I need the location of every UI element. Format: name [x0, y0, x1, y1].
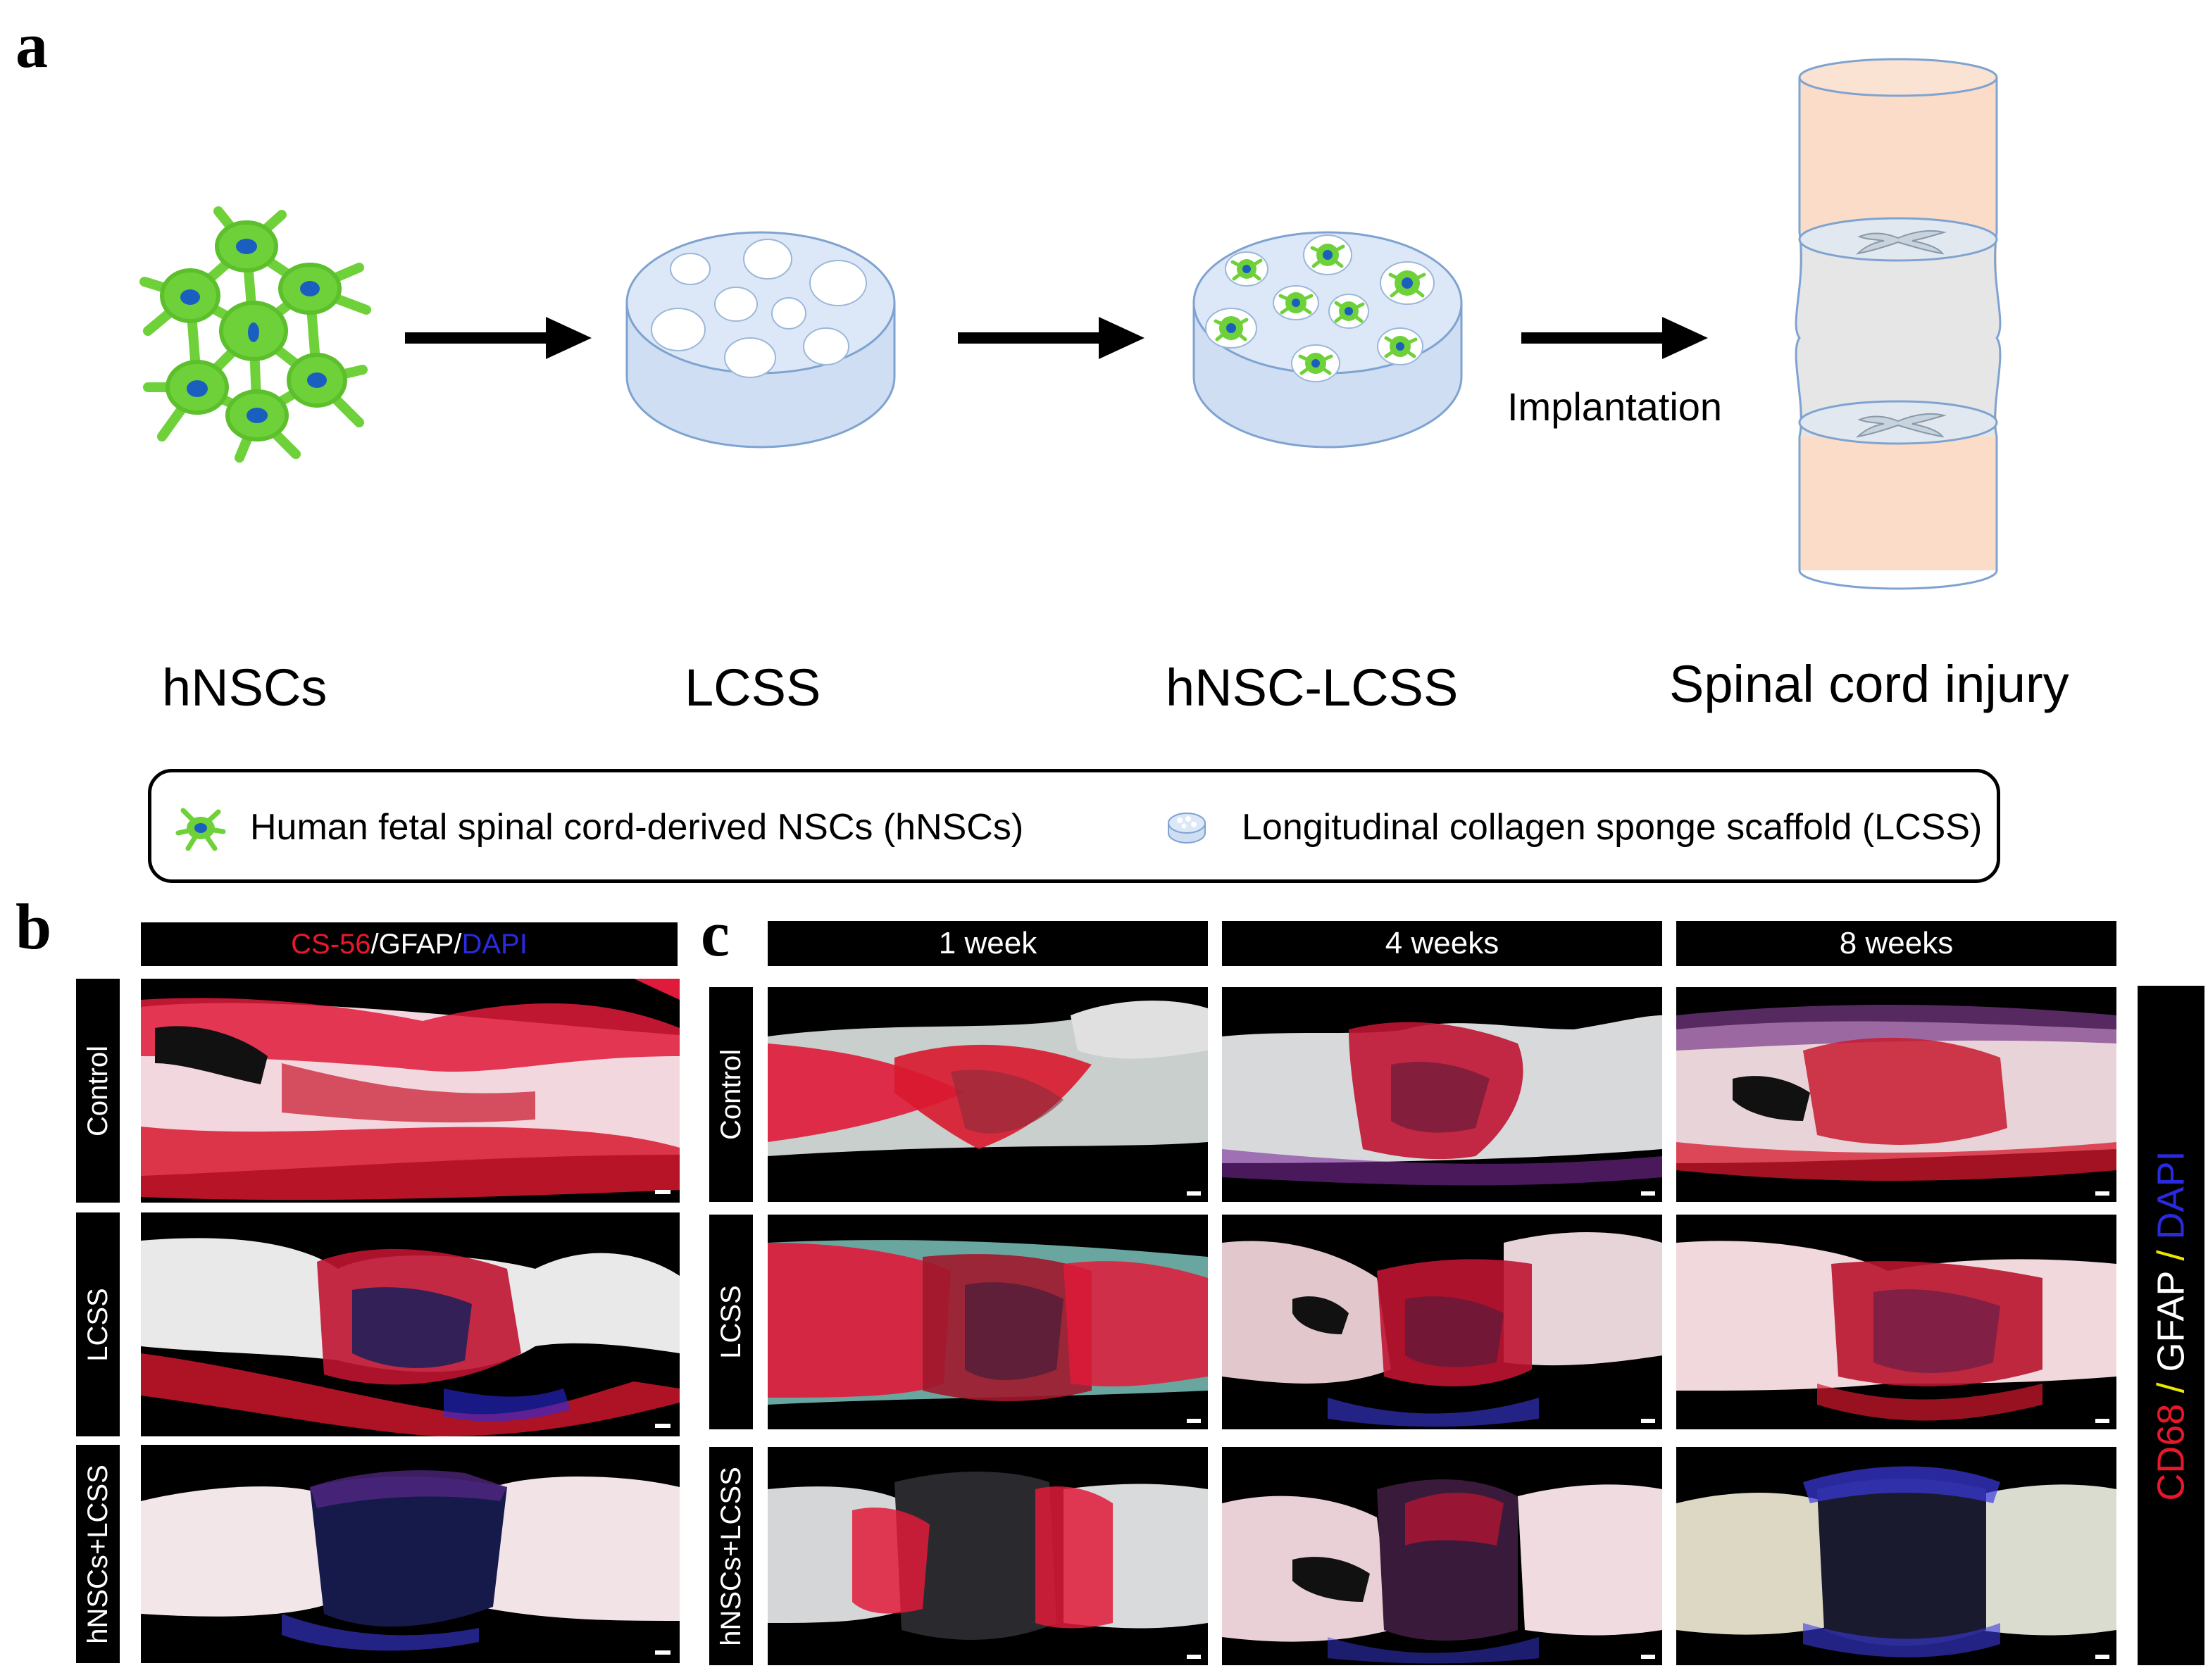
- stain-dapi: DAPI: [2150, 1150, 2193, 1239]
- stain-gfap: GFAP: [2150, 1270, 2193, 1372]
- stain-sep: /: [2150, 1372, 2193, 1404]
- panel-a-label: a: [15, 9, 48, 81]
- panel-b-row-label-control: Control: [76, 979, 120, 1203]
- micrograph-b-lcss: [141, 1212, 680, 1436]
- stain-sep: /: [2150, 1239, 2193, 1271]
- hnsc-cluster-illustration: [139, 206, 371, 463]
- micrograph-b-hnscs-lcss: [141, 1445, 680, 1663]
- hnsc-lcss-illustration: [1192, 231, 1463, 449]
- row-label: Control: [82, 1045, 113, 1136]
- row-label: hNSCs+LCSS: [715, 1466, 747, 1646]
- panel-b-stain-header: CS-56/GFAP/DAPI: [141, 922, 678, 966]
- legend-box: Human fetal spinal cord-derived NSCs (hN…: [148, 769, 2000, 883]
- row-label: Control: [715, 1049, 747, 1140]
- stain-cd68: CD68: [2150, 1403, 2193, 1501]
- row-label: LCSS: [82, 1287, 113, 1362]
- micrograph-c-lcss-8-weeks: [1676, 1215, 2116, 1429]
- micrograph-c-lcss-4-weeks: [1222, 1215, 1662, 1429]
- micrograph-c-hnscs-lcss-8-weeks: [1676, 1447, 2116, 1665]
- panel-c-row-label-control: Control: [709, 987, 753, 1202]
- micrograph-c-control-8-weeks: [1676, 987, 2116, 1202]
- row-label: LCSS: [715, 1285, 747, 1359]
- panel-c-stain-legend: CD68 / GFAP / DAPI: [2138, 986, 2204, 1665]
- panel-b-label: b: [15, 891, 52, 963]
- stain-sep: /: [370, 928, 379, 960]
- row-label: hNSCs+LCSS: [82, 1464, 113, 1644]
- arrow-2: [958, 317, 1144, 359]
- micrograph-c-control-4-weeks: [1222, 987, 1662, 1202]
- stage-label-spinal-cord-injury: Spinal cord injury: [1669, 655, 2069, 713]
- stain-sep: /: [454, 928, 462, 960]
- stage-label-hnscs: hNSCs: [162, 658, 328, 717]
- hnsc-legend-icon: [175, 808, 226, 851]
- stain-legend-text: CD68 / GFAP / DAPI: [2150, 1151, 2193, 1500]
- micrograph-c-hnscs-lcss-1-week: [768, 1447, 1208, 1665]
- panel-c-row-label-hnscs-lcss: hNSCs+LCSS: [709, 1447, 753, 1665]
- implantation-caption: Implantation: [1507, 384, 1723, 429]
- panel-b-row-label-lcss: LCSS: [76, 1212, 120, 1436]
- column-header-1-week: 1 week: [768, 921, 1208, 966]
- stage-label-hnsc-lcss: hNSC-LCSS: [1166, 658, 1459, 717]
- column-header-4-weeks: 4 weeks: [1222, 921, 1662, 966]
- lcss-legend-icon: [1168, 813, 1206, 844]
- micrograph-c-control-1-week: [768, 987, 1208, 1202]
- arrow-3: [1521, 317, 1708, 359]
- spinal-cord-illustration: [1795, 58, 2002, 590]
- micrograph-c-lcss-1-week: [768, 1215, 1208, 1429]
- stage-label-lcss: LCSS: [685, 658, 821, 717]
- micrograph-b-control: [141, 979, 680, 1203]
- panel-c-row-label-lcss: LCSS: [709, 1215, 753, 1429]
- stain-gfap: GFAP: [378, 928, 454, 960]
- legend-lcss-text: Longitudinal collagen sponge scaffold (L…: [1242, 807, 1983, 848]
- legend-hnsc-text: Human fetal spinal cord-derived NSCs (hN…: [250, 807, 1024, 848]
- column-header-8-weeks: 8 weeks: [1676, 921, 2116, 966]
- panel-b-row-label-hnscs-lcss: hNSCs+LCSS: [76, 1445, 120, 1663]
- stain-cs56: CS-56: [291, 928, 371, 960]
- stain-dapi: DAPI: [461, 928, 528, 960]
- panel-c-label: c: [701, 898, 730, 970]
- lcss-scaffold-illustration: [625, 231, 896, 449]
- micrograph-c-hnscs-lcss-4-weeks: [1222, 1447, 1662, 1665]
- arrow-1: [405, 317, 592, 359]
